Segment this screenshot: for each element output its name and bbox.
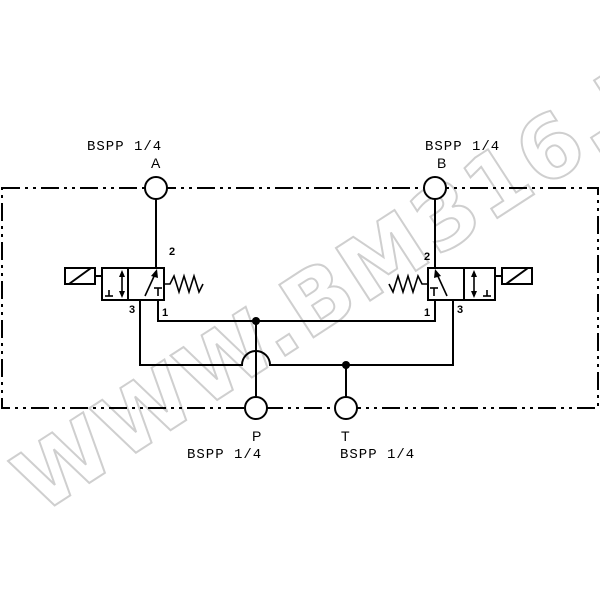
port-t-label: T: [341, 428, 350, 444]
port-p-thread: BSPP 1/4: [187, 447, 262, 463]
valve-right: 2 3 1: [388, 251, 533, 319]
valve-left-port-2: 2: [169, 246, 175, 258]
port-a-circle: [144, 176, 168, 200]
valve-right-port-2: 2: [424, 251, 430, 263]
junction-t: [342, 361, 350, 369]
valve-left-port-3: 3: [129, 304, 135, 316]
solenoid-left-icon: [64, 267, 96, 285]
port-p-circle: [244, 396, 268, 420]
port-t-thread: BSPP 1/4: [340, 447, 415, 463]
port-p-label: P: [252, 428, 261, 444]
port-t-circle: [334, 396, 358, 420]
solenoid-right-icon: [501, 267, 533, 285]
port-b-thread: BSPP 1/4: [425, 139, 500, 155]
watermark: WWW.BM316.RU: [0, 0, 600, 534]
valve-right-port-1: 1: [424, 307, 430, 319]
port-a-thread: BSPP 1/4: [87, 139, 162, 155]
port-a-label: A: [151, 155, 161, 171]
valve-right-port-3: 3: [457, 304, 463, 316]
port-b-circle: [423, 176, 447, 200]
watermark-text: WWW.BM316.RU: [0, 0, 600, 534]
spring-right-icon: [388, 273, 428, 295]
valve-left: 2 3 1: [64, 246, 204, 319]
pressure-line: [157, 300, 436, 322]
junction-p: [252, 317, 260, 325]
port-b-label: B: [437, 155, 446, 171]
block-outline: [1, 187, 599, 409]
spring-left-icon: [164, 273, 204, 295]
valve-left-port-1: 1: [162, 307, 168, 319]
